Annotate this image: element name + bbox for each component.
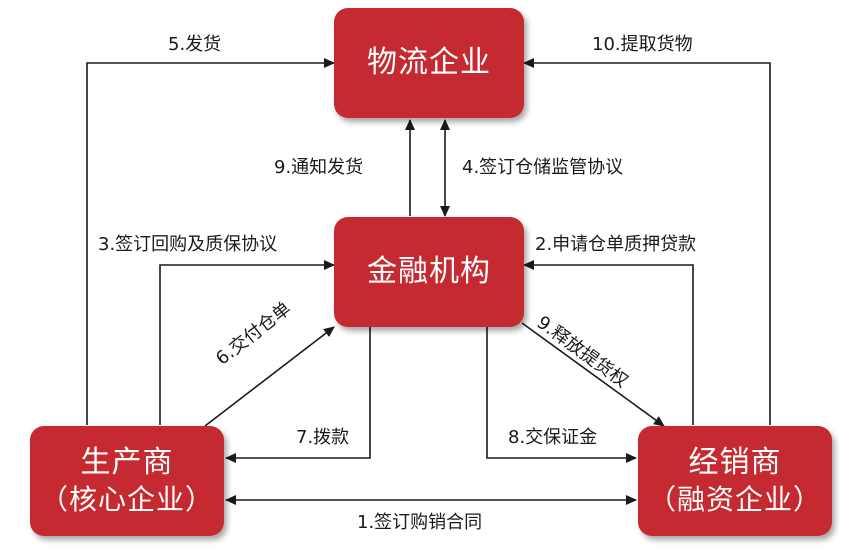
- node-logistics-label: 物流企业: [367, 45, 491, 80]
- label-storage-agreement: 4.签订仓储监管协议: [462, 157, 624, 178]
- node-distributor: 经销商 （融资企业）: [638, 426, 832, 536]
- label-loan-application: 2.申请仓单质押贷款: [535, 234, 697, 255]
- node-finance-label: 金融机构: [367, 254, 491, 289]
- label-sales-contract: 1.签订购销合同: [357, 512, 483, 533]
- node-producer-label: 生产商: [80, 445, 174, 480]
- arrow-deliver-receipt: [204, 326, 335, 427]
- node-finance: 金融机构: [334, 217, 524, 327]
- arrow-release-pickup-right: [521, 322, 665, 427]
- label-pay-deposit: 8.交保证金: [508, 427, 598, 448]
- node-distributor-sub: （融资企业）: [647, 483, 822, 516]
- label-pickup-goods: 10.提取货物: [592, 34, 693, 55]
- node-producer-sub: （核心企业）: [39, 483, 214, 516]
- node-producer: 生产商 （核心企业）: [30, 426, 224, 536]
- label-ship-goods: 5.发货: [168, 34, 222, 55]
- arrow-pickup-goods: [523, 58, 771, 425]
- arrow-buyback-agreement: [159, 260, 335, 425]
- arrow-disburse-funds: [225, 327, 371, 463]
- node-distributor-label: 经销商: [688, 445, 782, 480]
- arrow-pay-deposit: [486, 327, 637, 463]
- node-logistics: 物流企业: [334, 8, 524, 118]
- label-disburse-funds: 7.拨款: [296, 427, 350, 448]
- label-buyback-agreement: 3.签订回购及质保协议: [98, 234, 278, 255]
- arrow-loan-application: [523, 260, 694, 425]
- label-notify-shipment: 9.通知发货: [274, 157, 364, 178]
- arrow-ship-goods: [86, 58, 335, 425]
